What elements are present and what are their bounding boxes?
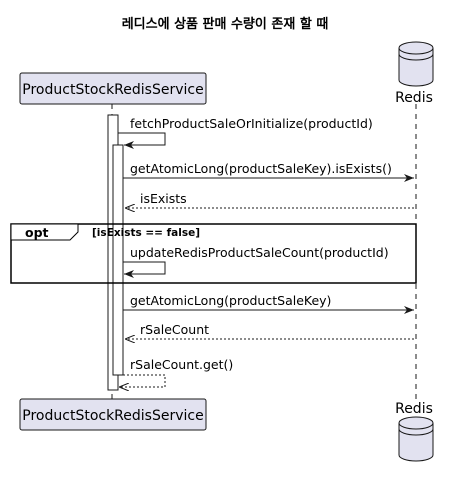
service-participant-label: ProductStockRedisService bbox=[22, 82, 203, 98]
self-call-arrow-update bbox=[123, 261, 166, 278]
message-get-atomic-long-exists: getAtomicLong(productSaleKey).isExists() bbox=[130, 161, 392, 176]
redis-database-icon-bottom bbox=[398, 416, 434, 462]
opt-fragment-condition: [isExists == false] bbox=[92, 227, 200, 239]
redis-participant-label-top: Redis bbox=[395, 90, 433, 106]
message-fetch-product-sale: fetchProductSaleOrInitialize(productId) bbox=[130, 116, 373, 131]
return-r-sale-count: rSaleCount bbox=[140, 322, 209, 337]
opt-fragment-tab bbox=[10, 223, 79, 241]
service-participant-box bbox=[19, 72, 207, 105]
return-is-exists: isExists bbox=[140, 191, 187, 206]
message-r-sale-count-get: rSaleCount.get() bbox=[130, 357, 233, 372]
diagram-title: 레디스에 상품 판매 수량이 존재 할 때 bbox=[122, 16, 329, 32]
redis-participant-label-bottom: Redis bbox=[395, 401, 433, 417]
self-call-arrow-fetch bbox=[118, 132, 166, 149]
message-update-redis-sale-count: updateRedisProductSaleCount(productId) bbox=[130, 245, 389, 260]
redis-database-icon bbox=[398, 41, 434, 87]
message-get-atomic-long: getAtomicLong(productSaleKey) bbox=[130, 293, 331, 308]
service-participant-box-bottom bbox=[19, 398, 207, 431]
service-activation-inner bbox=[112, 144, 124, 376]
self-return-arrow-get bbox=[119, 374, 166, 387]
service-participant-label-bottom: ProductStockRedisService bbox=[22, 408, 203, 424]
opt-fragment-keyword: opt bbox=[25, 225, 49, 240]
opt-fragment-frame bbox=[10, 223, 417, 284]
